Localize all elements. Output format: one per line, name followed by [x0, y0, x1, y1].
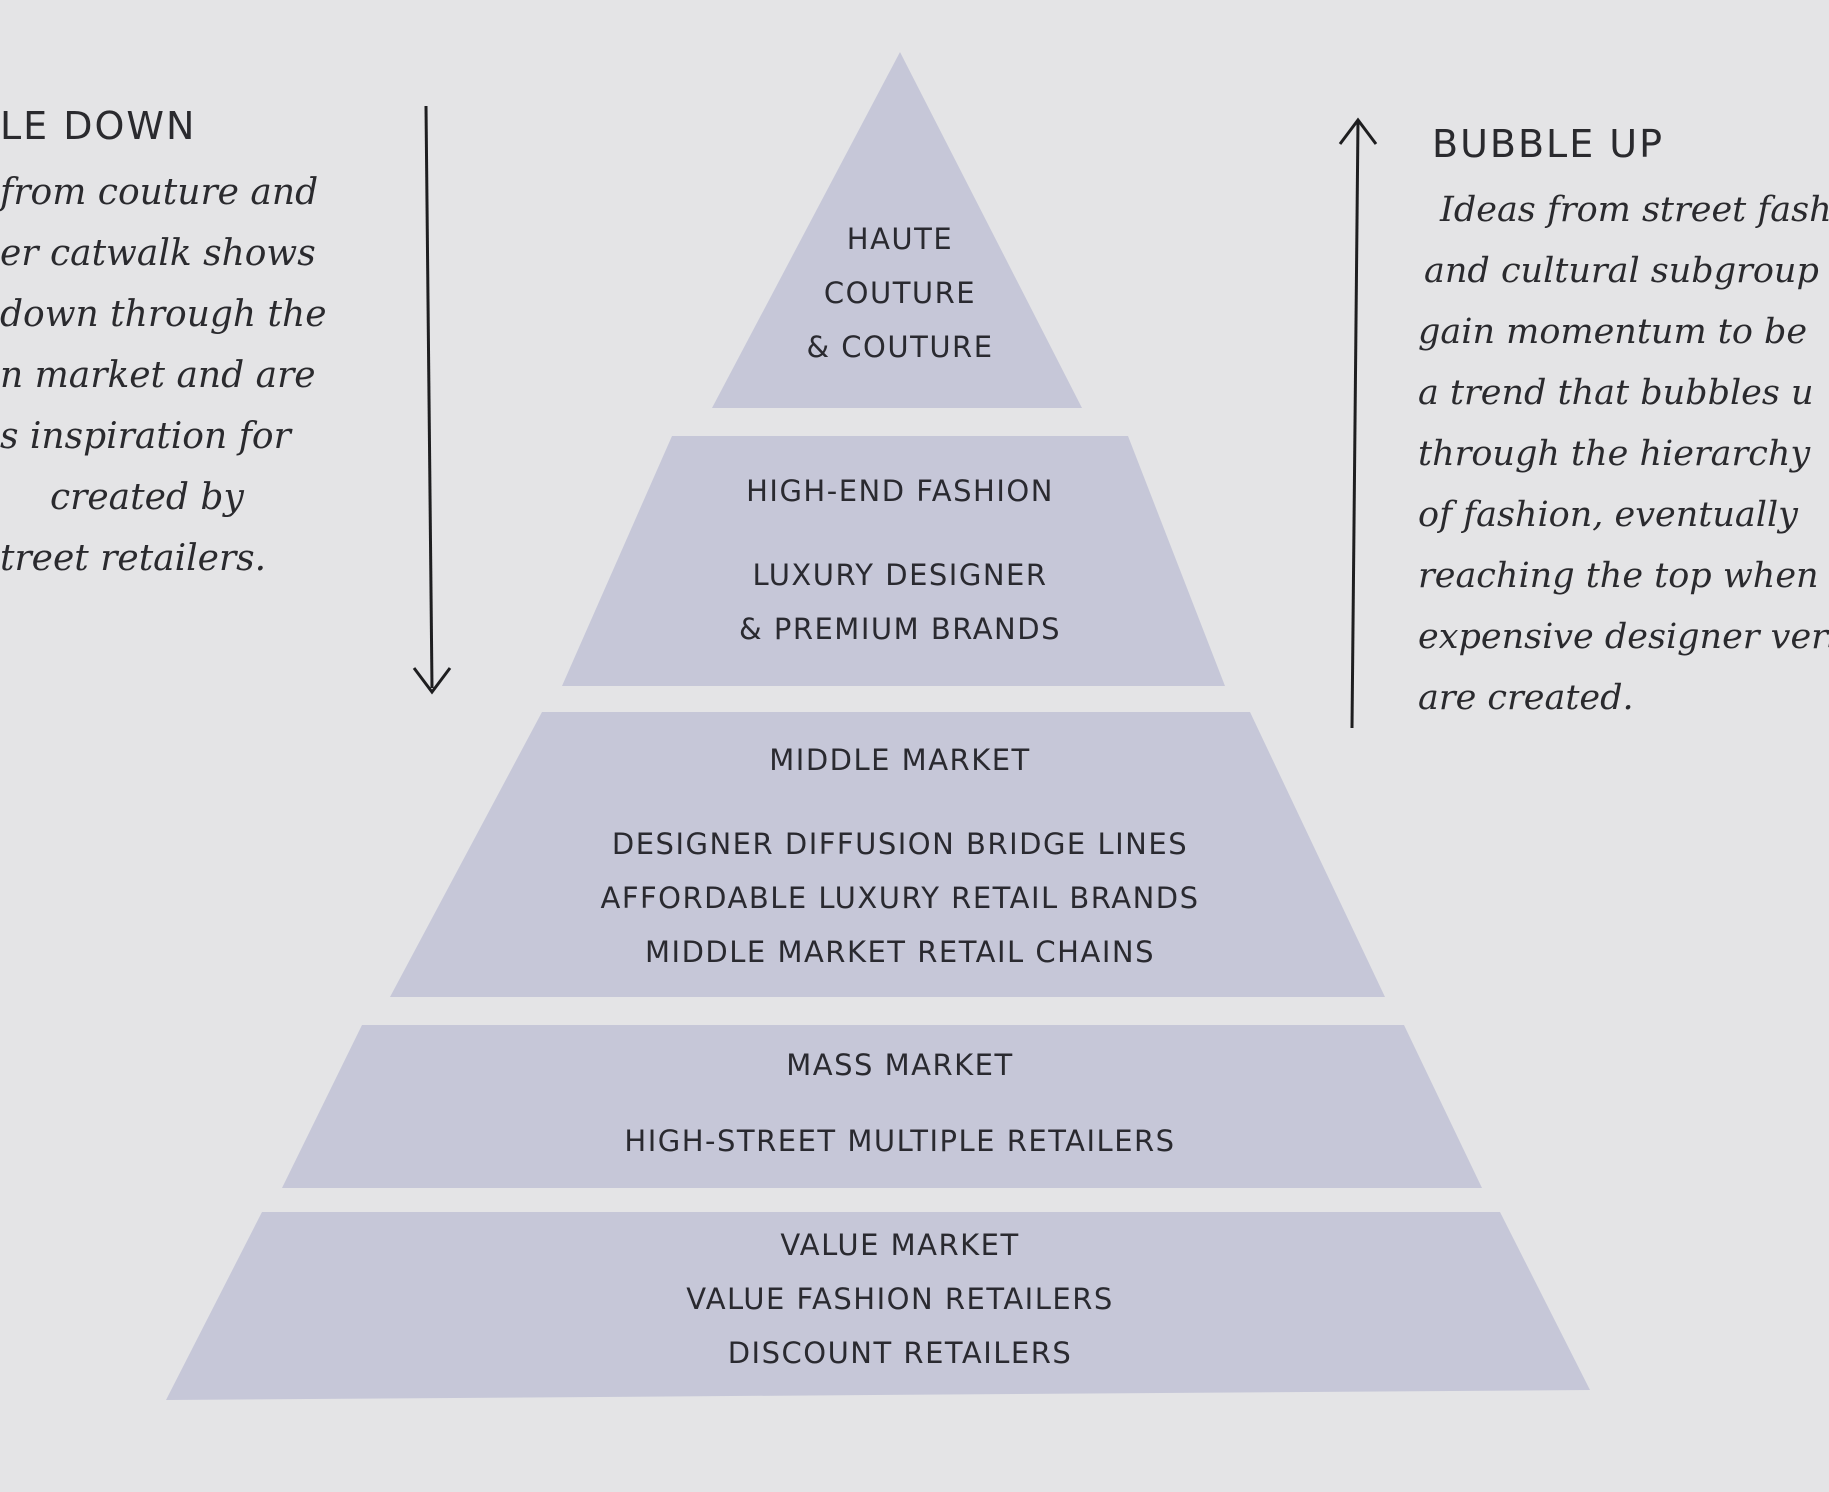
trickle-line: n market and are	[0, 355, 316, 396]
bubble-line: Ideas from street fash	[1440, 190, 1829, 230]
tier-heading: MIDDLE MARKET	[769, 743, 1031, 777]
tier-line: COUTURE	[823, 276, 977, 310]
trickle-down-title: LE DOWN	[0, 104, 197, 148]
tier-shape-middle-market	[390, 712, 1385, 997]
tier-line: DISCOUNT RETAILERS	[727, 1336, 1073, 1370]
bubble-up-text: Ideas from street fash and cultural subg…	[1418, 180, 1829, 729]
tier-line: HIGH-STREET MULTIPLE RETAILERS	[624, 1124, 1176, 1158]
arrow-down-icon	[412, 105, 452, 695]
trickle-line: created by	[50, 477, 244, 518]
tier-haute-couture: HAUTE COUTURE & COUTURE	[800, 212, 1000, 374]
tier-line: & PREMIUM BRANDS	[739, 612, 1061, 646]
tier-shape-value-market	[166, 1212, 1590, 1400]
tier-shape-high-end	[562, 436, 1225, 686]
tier-line: VALUE FASHION RETAILERS	[686, 1282, 1114, 1316]
tier-heading: MASS MARKET	[786, 1048, 1014, 1082]
tier-middle-market: MIDDLE MARKET DESIGNER DIFFUSION BRIDGE …	[500, 733, 1300, 979]
bubble-line: of fashion, eventually	[1418, 495, 1798, 535]
tier-shape-mass-market	[282, 1025, 1482, 1188]
arrow-up-icon	[1338, 117, 1378, 729]
bubble-up-title: BUBBLE UP	[1432, 122, 1665, 166]
bubble-line: through the hierarchy	[1418, 434, 1811, 474]
trickle-line: s inspiration for	[0, 416, 291, 457]
tier-high-end-fashion: HIGH-END FASHION LUXURY DESIGNER & PREMI…	[600, 464, 1200, 656]
tier-line: MIDDLE MARKET RETAIL CHAINS	[645, 935, 1155, 969]
trickle-line: from couture and	[0, 172, 319, 213]
tier-line: & COUTURE	[806, 330, 994, 364]
bubble-line: gain momentum to be	[1418, 312, 1808, 352]
tier-line: VALUE MARKET	[780, 1228, 1020, 1262]
tier-value-market: VALUE MARKET VALUE FASHION RETAILERS DIS…	[500, 1218, 1300, 1380]
trickle-line: down through the	[0, 294, 327, 335]
bubble-line: a trend that bubbles u	[1418, 373, 1814, 413]
tier-heading: HIGH-END FASHION	[746, 474, 1054, 508]
tier-line: HAUTE	[846, 222, 954, 256]
bubble-line: expensive designer versi	[1418, 617, 1829, 657]
tier-line: LUXURY DESIGNER	[752, 558, 1048, 592]
tier-mass-market: MASS MARKET HIGH-STREET MULTIPLE RETAILE…	[500, 1038, 1300, 1168]
trickle-line: er catwalk shows	[0, 233, 316, 274]
tier-line: DESIGNER DIFFUSION BRIDGE LINES	[611, 827, 1189, 861]
trickle-down-text: from couture and er catwalk shows down t…	[0, 162, 327, 589]
tier-line: AFFORDABLE LUXURY RETAIL BRANDS	[600, 881, 1200, 915]
bubble-line: are created.	[1418, 678, 1634, 718]
trickle-line: treet retailers.	[0, 538, 267, 579]
bubble-line: reaching the top when	[1418, 556, 1819, 596]
tier-shape-haute-couture	[712, 52, 1082, 408]
bubble-line: and cultural subgroup	[1424, 251, 1819, 291]
